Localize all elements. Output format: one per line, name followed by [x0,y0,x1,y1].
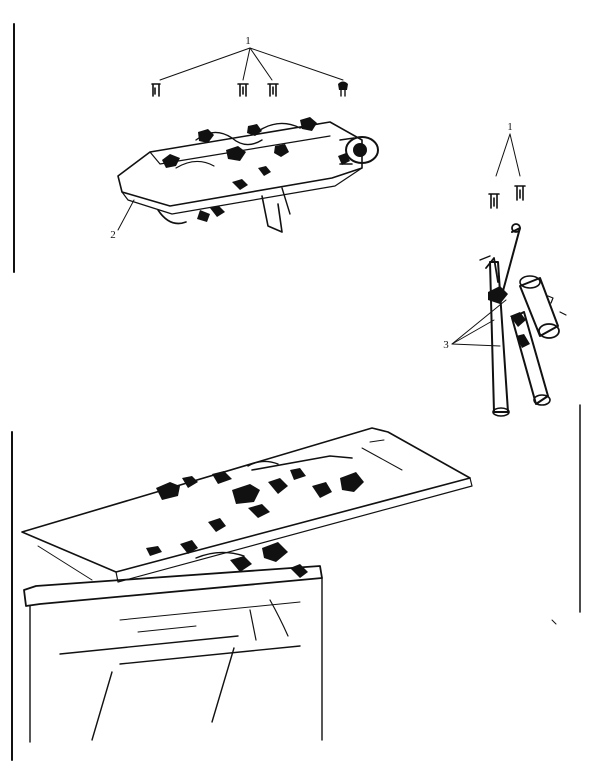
clip-part [514,185,526,201]
fastener-clips-top [151,81,348,97]
callout-label-base-2: 2 [110,229,116,241]
callout-label-handle-3: 3 [443,339,449,351]
clip-part [267,83,279,97]
clip-part [237,83,249,97]
right-callout-group: 1 [488,121,526,209]
clip-part [151,83,161,97]
top-callout-group: 1 [159,35,344,81]
callout-label-top-1: 1 [245,35,251,47]
clip-part [488,193,500,209]
clip-part [338,81,348,97]
handle-lever-assembly [451,223,567,417]
base-assembly [117,117,379,233]
callout-label-right-1: 1 [507,121,513,133]
page-border-lines [11,23,581,761]
sewing-table-cabinet [21,427,557,743]
